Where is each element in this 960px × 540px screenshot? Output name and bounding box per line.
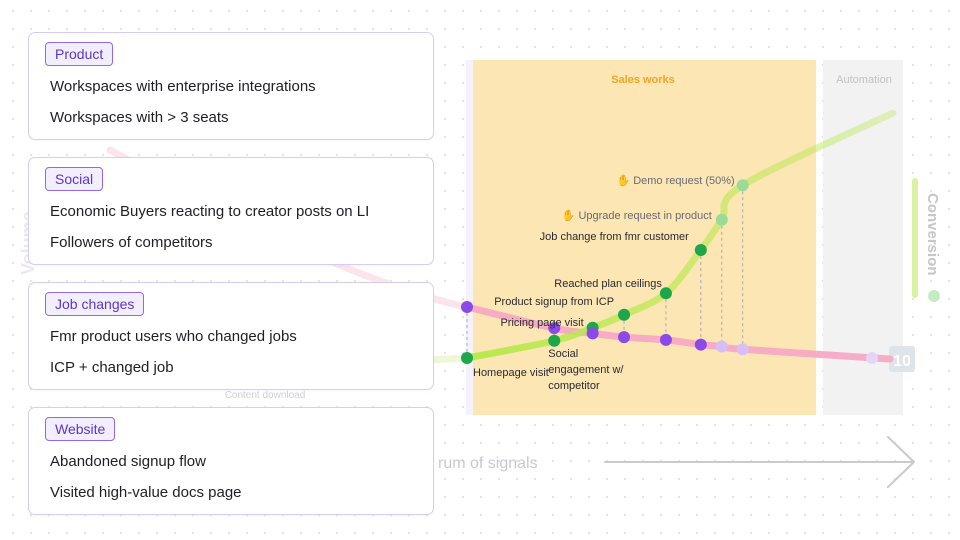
card-tag-social: Social xyxy=(45,167,104,191)
zone-rect-pre xyxy=(466,60,474,415)
signal-label-line: competitor xyxy=(548,380,600,392)
conversion-point xyxy=(461,352,473,364)
signal-label: ✋ Upgrade request in product xyxy=(562,209,712,222)
conversion-axis-dot xyxy=(928,290,940,302)
conversion-point xyxy=(694,244,707,256)
bottom-axis-arrow xyxy=(604,436,915,488)
conversion-point xyxy=(659,287,672,300)
signal-label-text: Upgrade request in product xyxy=(578,210,711,222)
volume-point xyxy=(715,340,728,353)
signal-label: Pricing page visit xyxy=(500,317,583,329)
card-social: Social Economic Buyers reacting to creat… xyxy=(28,157,434,265)
volume-point xyxy=(461,301,473,313)
zone-rect-sales xyxy=(473,60,816,415)
conversion-point xyxy=(715,213,728,226)
card-tag-website: Website xyxy=(45,417,116,441)
conversion-point xyxy=(618,308,631,321)
volume-point xyxy=(659,333,672,346)
conversion-point xyxy=(736,179,749,192)
signal-label-line: engagement w/ xyxy=(548,364,624,376)
card-website: Website Abandoned signup flow Visited hi… xyxy=(28,407,434,515)
faded-content-download-label: Content download xyxy=(225,390,306,401)
axis-label-bottom: rum of signals xyxy=(438,455,538,472)
card-product: Product Workspaces with enterprise integ… xyxy=(28,32,434,140)
signal-label: Homepage visit xyxy=(473,367,549,379)
volume-point xyxy=(694,338,707,351)
card-tag-job-changes: Job changes xyxy=(45,292,145,316)
volume-point xyxy=(736,343,749,356)
axis-label-conversion: Conversion xyxy=(924,193,941,276)
card-item: ICP + changed job xyxy=(50,359,174,376)
end-badge xyxy=(889,346,915,372)
conversion-point xyxy=(548,334,561,347)
volume-point xyxy=(618,331,631,344)
hand-wave-icon: ✋ xyxy=(562,209,579,222)
volume-point-end xyxy=(866,352,878,364)
card-job-changes: Job changes Fmr product users who change… xyxy=(28,282,434,390)
conversion-curve-faded xyxy=(426,354,471,364)
signal-label-text: Demo request (50%) xyxy=(633,175,735,187)
end-badge-label: 10 xyxy=(893,353,911,370)
signal-label: Social engagement w/competitor xyxy=(548,348,624,392)
zone-label-sales: Sales works xyxy=(611,74,675,86)
card-item: Workspaces with > 3 seats xyxy=(50,109,229,126)
signal-label-line: Social xyxy=(548,348,578,360)
volume-point xyxy=(586,327,599,340)
card-item: Fmr product users who changed jobs xyxy=(50,328,297,345)
signal-label: Job change from fmr customer xyxy=(540,231,690,243)
signal-label: Reached plan ceilings xyxy=(554,278,662,290)
conversion-axis-bar xyxy=(912,178,918,298)
card-item: Abandoned signup flow xyxy=(50,453,206,470)
hand-wave-icon: ✋ xyxy=(616,174,633,187)
card-item: Workspaces with enterprise integrations xyxy=(50,78,316,95)
card-item: Followers of competitors xyxy=(50,234,213,251)
card-item: Economic Buyers reacting to creator post… xyxy=(50,203,370,220)
card-tag-product: Product xyxy=(45,42,114,66)
volume-point xyxy=(548,322,561,335)
signal-label: ✋ Demo request (50%) xyxy=(616,174,734,187)
card-item: Visited high-value docs page xyxy=(50,484,242,501)
zone-label-automation: Automation xyxy=(836,74,892,86)
signal-label: Product signup from ICP xyxy=(494,296,614,308)
